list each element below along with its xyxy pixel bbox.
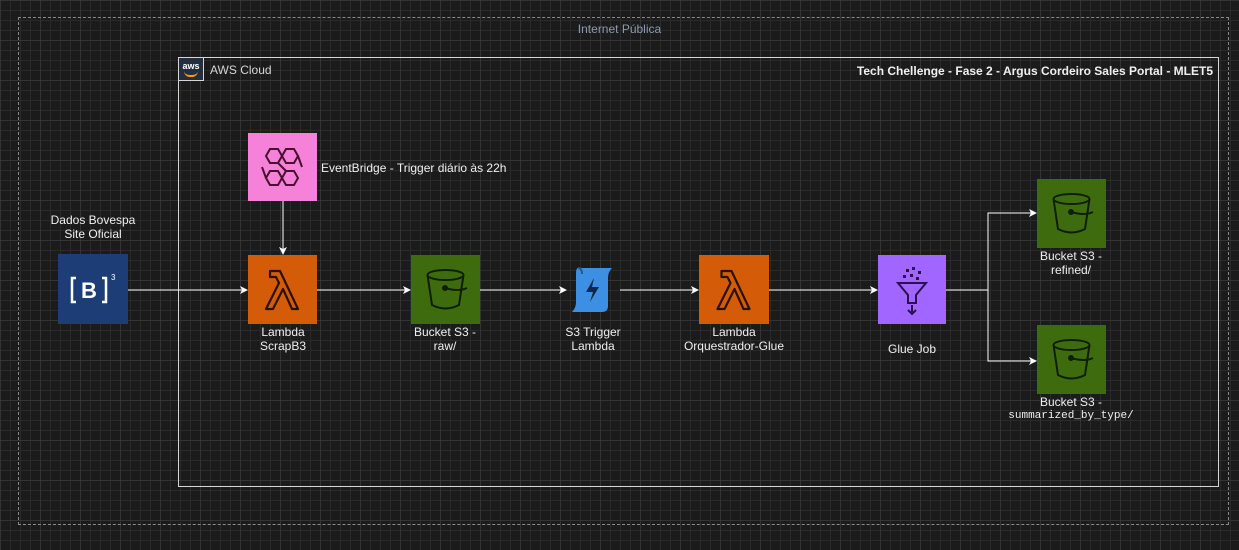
aws-logo-icon: aws xyxy=(178,57,204,81)
s3-bucket-icon xyxy=(1052,193,1094,234)
glue-funnel-icon xyxy=(895,267,929,316)
bucket-raw-label-line-1: Bucket S3 - xyxy=(413,325,477,339)
diagram-title: Tech Chellenge - Fase 2 - Argus Cordeiro… xyxy=(856,64,1213,78)
bucket-raw-label: Bucket S3 - raw/ xyxy=(395,325,495,353)
s3-trigger-label: S3 Trigger Lambda xyxy=(543,325,643,353)
s3-bucket-icon xyxy=(426,269,468,310)
edge-glue-to-summarized xyxy=(946,289,1037,365)
lambda-scrapb3-label-line-2: ScrapB3 xyxy=(259,339,307,353)
bucket-summarized-label: Bucket S3 - summarized_by_type/ xyxy=(1001,395,1141,423)
eventbridge-label: EventBridge - Trigger diário às 22h xyxy=(321,161,507,175)
lambda-scrapb3-label: Lambda ScrapB3 xyxy=(233,325,333,353)
aws-logo-text: aws xyxy=(182,60,200,71)
internet-publica-label: Internet Pública xyxy=(577,22,662,36)
bucket-summarized-node[interactable] xyxy=(1037,325,1106,394)
bucket-refined-node[interactable] xyxy=(1037,179,1106,248)
bucket-summarized-label-line-2: summarized_by_type/ xyxy=(1008,410,1134,422)
b3-label-line-2: Site Oficial xyxy=(64,227,122,241)
glue-job-label: Glue Job xyxy=(887,342,937,356)
lambda-orquestrador-label: Lambda Orquestrador-Glue xyxy=(674,325,794,353)
bucket-refined-label-line-1: Bucket S3 - xyxy=(1039,249,1103,263)
lambda-scrapb3-node[interactable] xyxy=(248,255,317,324)
lambda-orquestrador-label-line-2: Orquestrador-Glue xyxy=(683,339,785,353)
lambda-icon xyxy=(264,269,300,311)
b3-label-line-1: Dados Bovespa xyxy=(50,213,136,227)
aws-cloud-group xyxy=(178,57,1219,487)
s3-bucket-icon xyxy=(1052,339,1094,380)
lambda-orquestrador-node[interactable] xyxy=(699,255,769,324)
bucket-raw-node[interactable] xyxy=(411,255,480,324)
b3-logo-node[interactable]: B 3 xyxy=(58,254,128,324)
lambda-scrapb3-label-line-1: Lambda xyxy=(261,325,305,339)
bucket-raw-label-line-2: raw/ xyxy=(433,339,457,353)
b3-logo-letter: B xyxy=(81,278,97,303)
eventbridge-node[interactable] xyxy=(248,133,317,201)
bucket-refined-label-line-2: refined/ xyxy=(1050,263,1092,277)
glue-job-node[interactable] xyxy=(878,255,946,324)
aws-cloud-label: AWS Cloud xyxy=(210,63,272,77)
s3-trigger-label-line-2: Lambda xyxy=(571,339,615,353)
lambda-icon xyxy=(716,269,751,311)
b3-label: Dados Bovespa Site Oficial xyxy=(43,213,143,241)
eventbridge-icon xyxy=(261,148,303,186)
s3-trigger-label-line-1: S3 Trigger xyxy=(565,325,621,339)
s3-trigger-node[interactable] xyxy=(566,262,620,318)
svg-text:3: 3 xyxy=(111,273,116,282)
bucket-refined-label: Bucket S3 - refined/ xyxy=(1021,249,1121,277)
b3-logo-icon: B 3 xyxy=(70,273,116,304)
s3-trigger-icon xyxy=(572,267,612,312)
lambda-orquestrador-label-line-1: Lambda xyxy=(712,325,756,339)
internet-publica-boundary xyxy=(18,17,1229,525)
bucket-summarized-label-line-1: Bucket S3 - xyxy=(1039,395,1103,409)
